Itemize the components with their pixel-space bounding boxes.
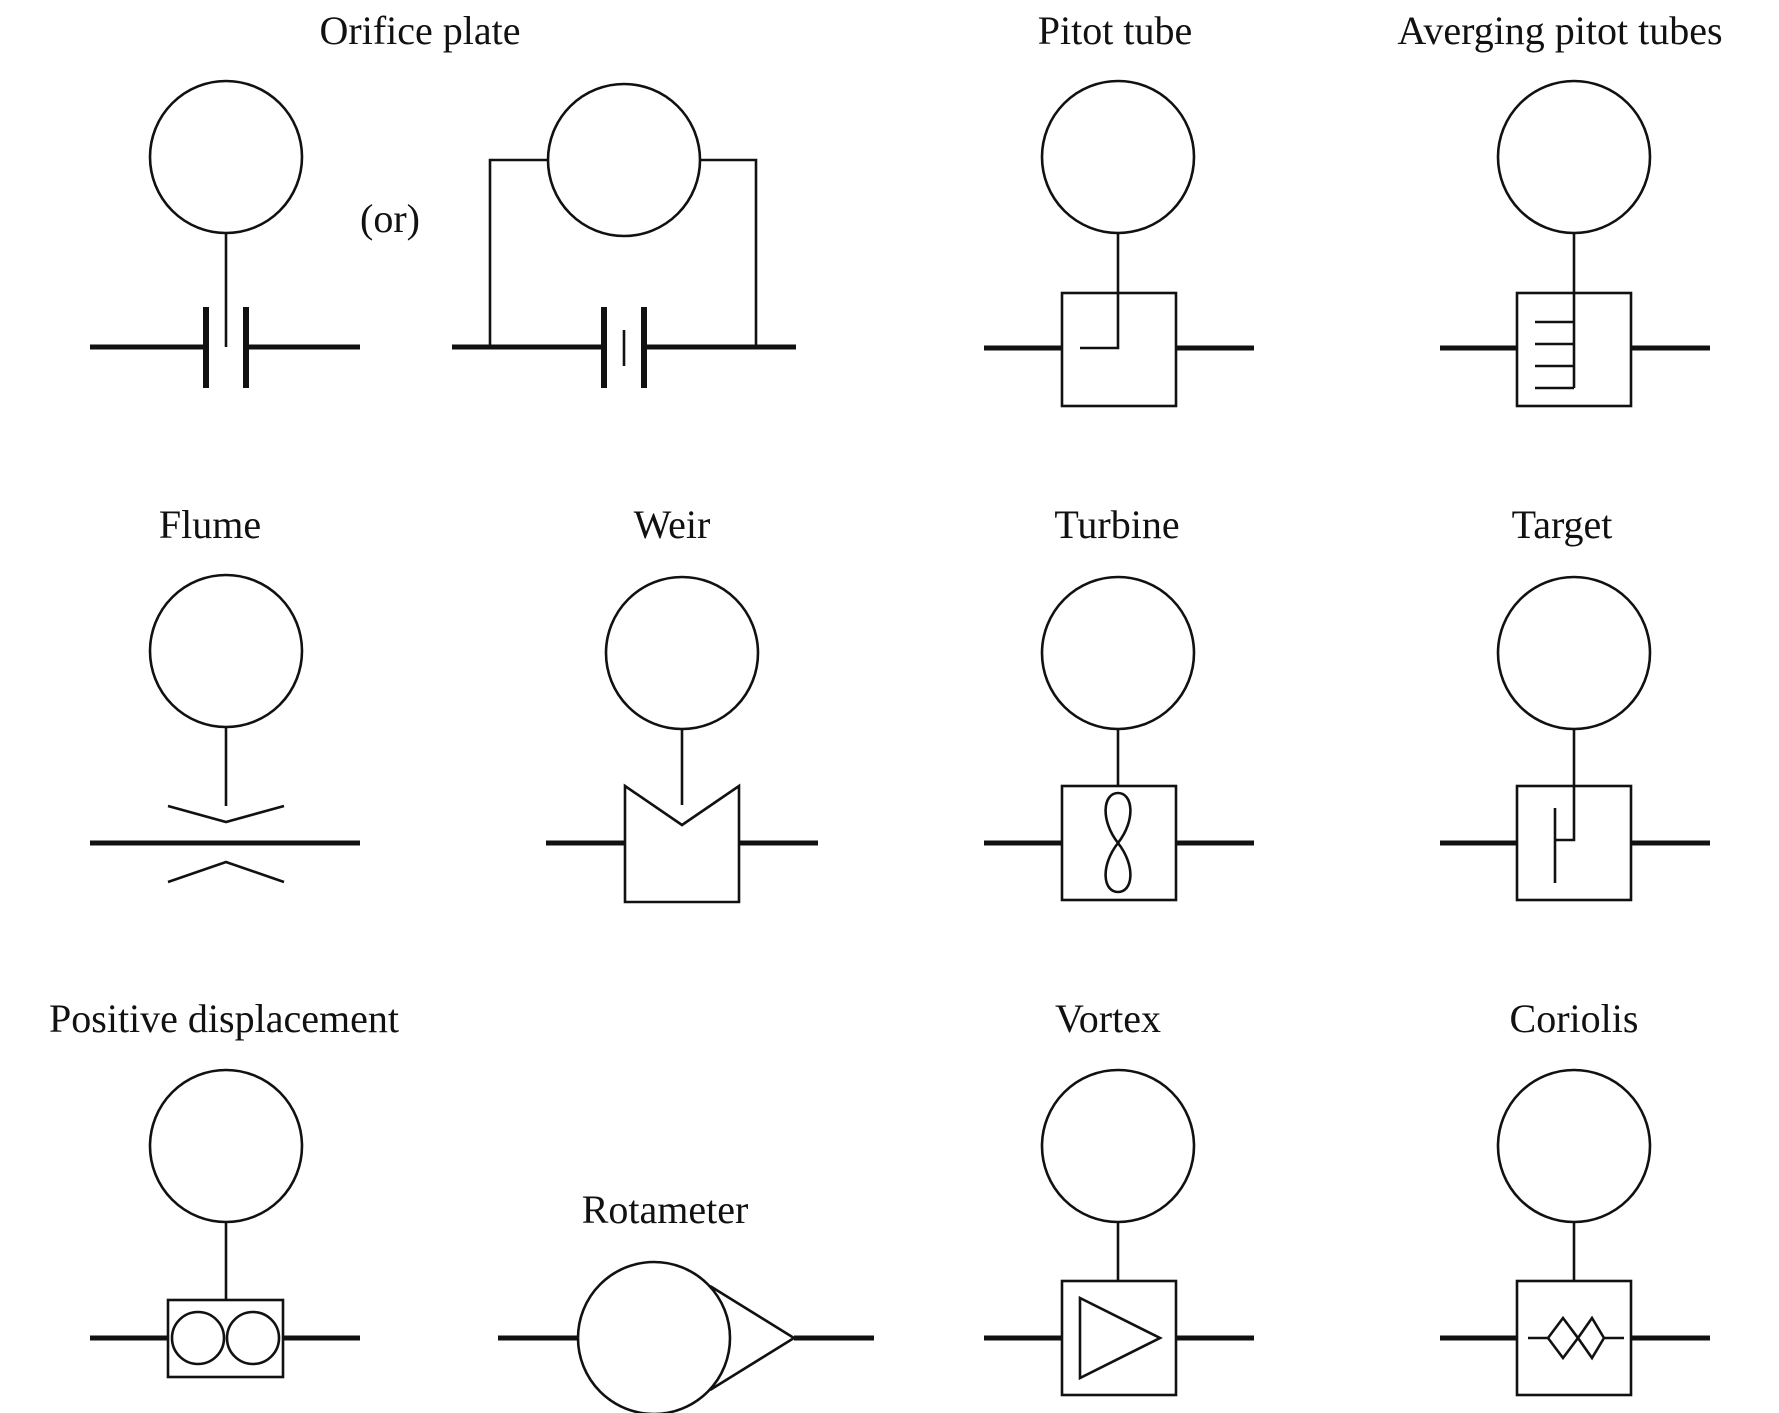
rotameter-taper [709, 1284, 797, 1392]
primary-element-box [166, 1298, 285, 1379]
flume-symbol: Flume [90, 502, 360, 884]
impulse-line-right [700, 158, 758, 347]
instrument-bubble [148, 573, 304, 729]
coriolis-symbol: Coriolis [1440, 996, 1710, 1397]
instrument-bubble [1040, 79, 1196, 235]
instrument-bubble [1496, 575, 1652, 731]
pd-rotor-left-icon [170, 1310, 226, 1366]
impulse-line-left [488, 158, 548, 347]
pd-rotor-right-icon [225, 1310, 281, 1366]
orifice-plate-symbol: Orifice plate [90, 8, 521, 388]
rotameter-symbol: Rotameter [498, 1187, 874, 1413]
averaging-pitot-tubes-symbol: Averging pitot tubes [1397, 8, 1723, 408]
pitot-tube-element [1080, 293, 1120, 350]
instrument-bubble [604, 575, 760, 731]
positive-displacement-symbol: Positive displacement [49, 996, 399, 1379]
vortex-label: Vortex [1055, 996, 1161, 1041]
weir-symbol: Weir [546, 502, 818, 904]
target-stem [1555, 786, 1576, 842]
flume-label: Flume [159, 502, 261, 547]
vortex-shedder-icon [1078, 1295, 1163, 1381]
flume-throat-bottom [167, 860, 285, 884]
or-label: (or) [360, 196, 420, 241]
instrument-bubble [1496, 79, 1652, 235]
instrument-bubble [1040, 575, 1196, 731]
turbine-rotor-icon [1104, 791, 1132, 894]
flume-throat-top [167, 804, 285, 824]
target-label: Target [1512, 502, 1613, 547]
instrument-bubble [1040, 1068, 1196, 1224]
positive-displacement-label: Positive displacement [49, 996, 399, 1041]
instrument-bubble [148, 1068, 304, 1224]
turbine-label: Turbine [1054, 502, 1179, 547]
coriolis-label: Coriolis [1510, 996, 1639, 1041]
pitot-tube-symbol: Pitot tube [984, 8, 1254, 408]
rotameter-label: Rotameter [582, 1187, 749, 1232]
instrument-bubble [148, 79, 304, 235]
orifice-plate-label: Orifice plate [320, 8, 521, 53]
coriolis-tube-lower-icon [1546, 1335, 1606, 1361]
target-symbol: Target [1440, 502, 1710, 902]
coriolis-tube-upper-icon [1528, 1315, 1624, 1341]
pitot-tube-label: Pitot tube [1038, 8, 1192, 53]
orifice-plate-alt-symbol [452, 82, 796, 388]
weir-label: Weir [634, 502, 711, 547]
averaging-pitot-tubes-label: Averging pitot tubes [1397, 8, 1722, 53]
instrument-bubble [1496, 1068, 1652, 1224]
rotameter-body [576, 1260, 732, 1413]
turbine-symbol: Turbine [984, 502, 1254, 902]
vortex-symbol: Vortex [984, 996, 1254, 1397]
instrument-bubble [546, 82, 702, 238]
